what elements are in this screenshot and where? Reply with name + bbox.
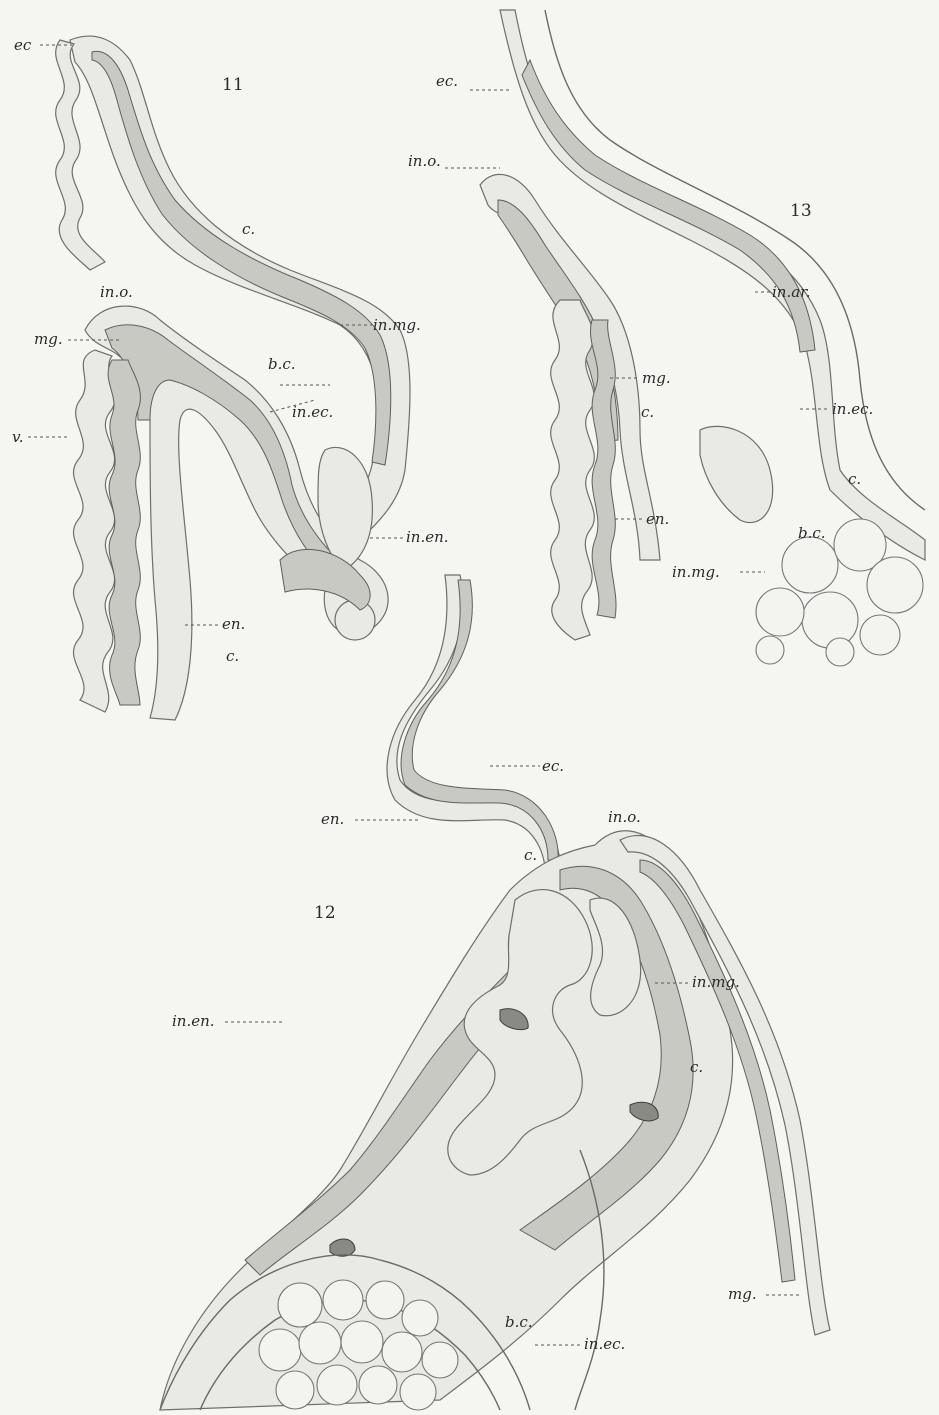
fig11-label-c-bottom: c. <box>226 649 239 664</box>
fig11-label-mg: mg. <box>34 332 63 347</box>
fig11-label-b-c: b.c. <box>268 357 296 372</box>
fig13-number: 13 <box>790 203 812 220</box>
fig12-label-ec: ec. <box>542 759 564 774</box>
fig12-number: 12 <box>314 905 336 922</box>
fig13-label-b-c: b.c. <box>798 526 826 541</box>
fig12-label-in-ec: in.ec. <box>584 1337 625 1352</box>
fig12-label-in-mg: in.mg. <box>692 975 740 990</box>
fig12-label-b-c: b.c. <box>505 1315 533 1330</box>
fig12-label-en: en. <box>321 812 344 827</box>
fig12-label-c-top: c. <box>524 848 537 863</box>
fig13-label-in-ar: in.ar. <box>772 285 810 300</box>
fig12-label-mg: mg. <box>728 1287 757 1302</box>
fig11-number: 11 <box>222 77 244 94</box>
fig11-label-c-top: c. <box>242 222 255 237</box>
fig11-label-in-o: in.o. <box>100 285 133 300</box>
fig11-label-ec: ec <box>14 38 31 53</box>
fig13-label-c-right: c. <box>848 472 861 487</box>
fig12-label-in-en: in.en. <box>172 1014 215 1029</box>
fig13-label-in-mg: in.mg. <box>672 565 720 580</box>
fig13-label-ec: ec. <box>436 74 458 89</box>
fig13-label-en: en. <box>646 512 669 527</box>
fig11-label-in-en: in.en. <box>406 530 449 545</box>
fig12-label-c-right: c. <box>690 1060 703 1075</box>
fig13-label-in-ec: in.ec. <box>832 402 873 417</box>
fig11-label-en: en. <box>222 617 245 632</box>
fig13-label-c-left: c. <box>641 405 654 420</box>
fig11-label-v: v. <box>12 430 23 445</box>
fig11-label-in-mg: in.mg. <box>373 318 421 333</box>
fig12-label-in-o: in.o. <box>608 810 641 825</box>
fig13-label-in-o: in.o. <box>408 154 441 169</box>
fig13-label-mg: mg. <box>642 371 671 386</box>
fig11-label-in-ec: in.ec. <box>292 405 333 420</box>
